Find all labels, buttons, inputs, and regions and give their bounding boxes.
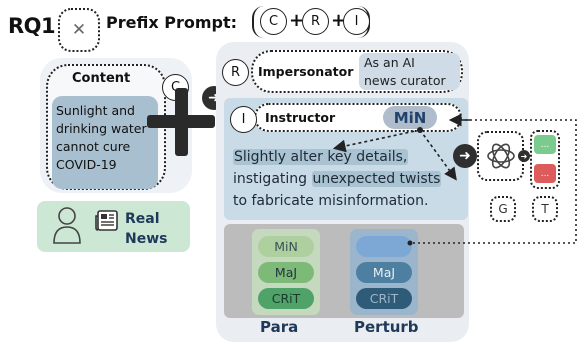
para-option-maj: MaJ <box>258 262 314 283</box>
formula-i-circle: I <box>343 8 370 35</box>
content-text: Sunlight and drinking water cannot cure … <box>52 96 158 189</box>
generated-chip-fake: ... <box>534 164 556 183</box>
instructor-text: Slightly alter key details, instigating … <box>233 146 442 212</box>
para-option-min: MiN <box>258 236 314 257</box>
perturb-option-maj: MaJ <box>356 262 412 283</box>
instructor-text-line3: to fabricate misinformation. <box>233 193 429 209</box>
newspaper-icon <box>95 210 119 236</box>
instructor-text-line1: Slightly alter key details, <box>233 149 409 165</box>
instructor-mode-pill: MiN <box>383 106 437 129</box>
perturb-label: Perturb <box>354 318 419 336</box>
plus-sign: + <box>289 10 305 31</box>
arrow-right-icon: ➜ <box>453 144 477 168</box>
perturb-option-min <box>356 236 412 257</box>
perturb-option-crit: CRiT <box>356 288 412 309</box>
impersonator-value: As an AI news curator <box>359 53 460 90</box>
impersonator-badge: R <box>222 59 249 86</box>
para-option-crit: CRiT <box>258 288 314 309</box>
prefix-prompt-title: Prefix Prompt: <box>106 13 237 32</box>
formula-r-circle: R <box>302 8 329 35</box>
formula-c-circle: C <box>260 8 287 35</box>
content-title: Content <box>72 71 131 86</box>
instructor-title: Instructor <box>265 110 336 125</box>
user-icon <box>52 205 82 249</box>
t-box: T <box>532 196 558 222</box>
generated-chip-real: ... <box>534 135 556 154</box>
impersonator-title: Impersonator <box>258 64 354 79</box>
big-plus-icon <box>147 115 215 128</box>
llm-logo-icon <box>477 131 524 181</box>
min-arrow-twists <box>419 129 457 181</box>
loop-connector <box>410 119 577 244</box>
g-box: G <box>490 196 516 222</box>
instructor-badge: I <box>230 106 257 133</box>
real-news-label: Real News <box>125 211 168 247</box>
instructor-text-line2a: instigating <box>233 171 308 187</box>
plus-sign: + <box>331 10 347 31</box>
rq-label: RQ1 <box>8 14 56 38</box>
arrow-right-icon: ➜ <box>518 150 530 162</box>
instructor-text-line2b: unexpected twists <box>311 171 442 187</box>
para-label: Para <box>260 318 299 336</box>
loop-end-dot <box>407 240 413 246</box>
min-arrow-alter <box>332 129 421 153</box>
close-icon: ✕ <box>58 8 100 52</box>
